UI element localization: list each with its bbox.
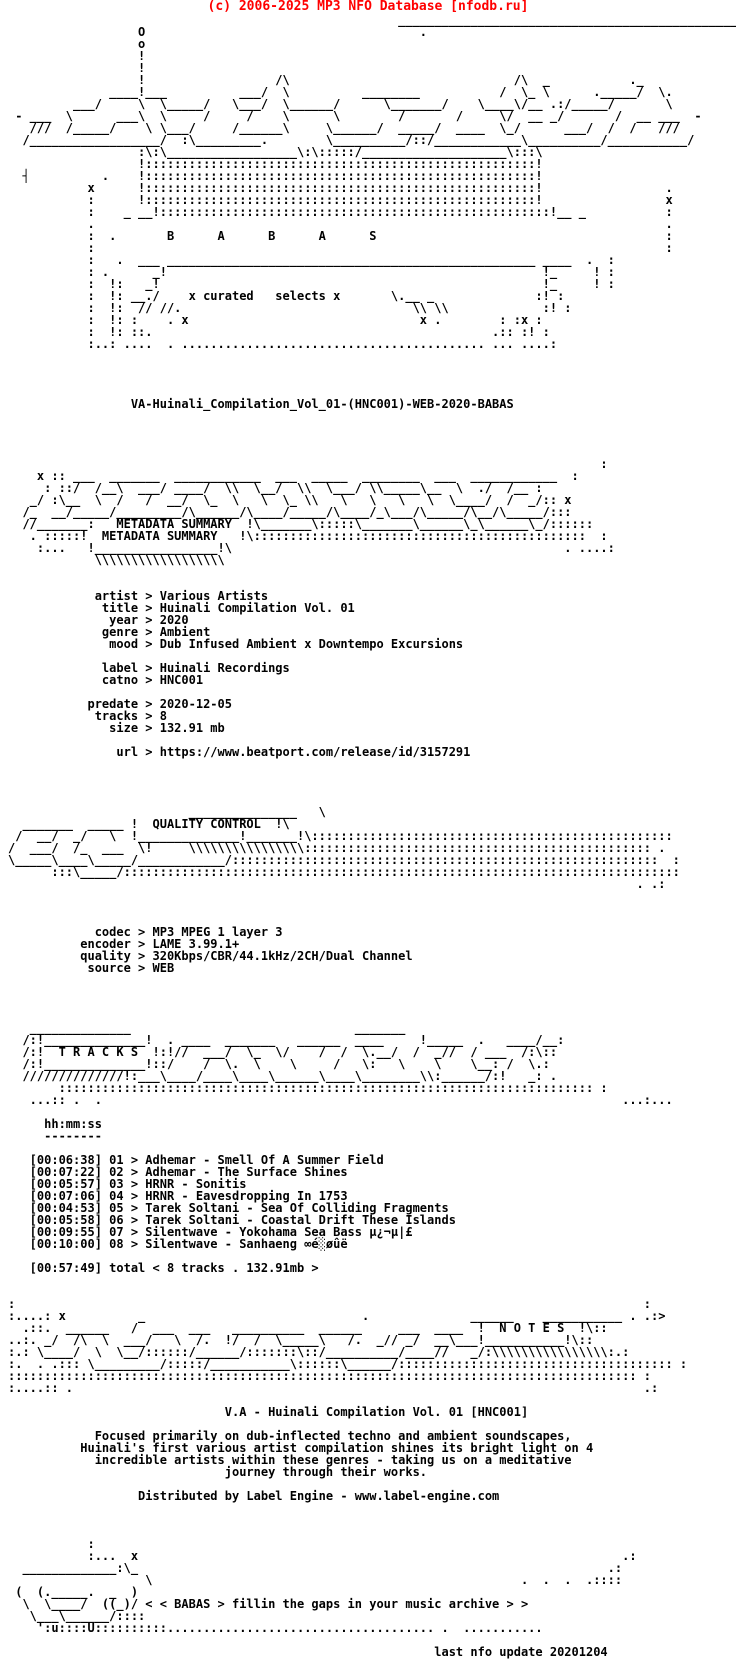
site-header: (c) 2006-2025 MP3 NFO Database [nfodb.ru… bbox=[207, 0, 529, 14]
nfo-text: ________________________________________… bbox=[8, 13, 736, 1659]
